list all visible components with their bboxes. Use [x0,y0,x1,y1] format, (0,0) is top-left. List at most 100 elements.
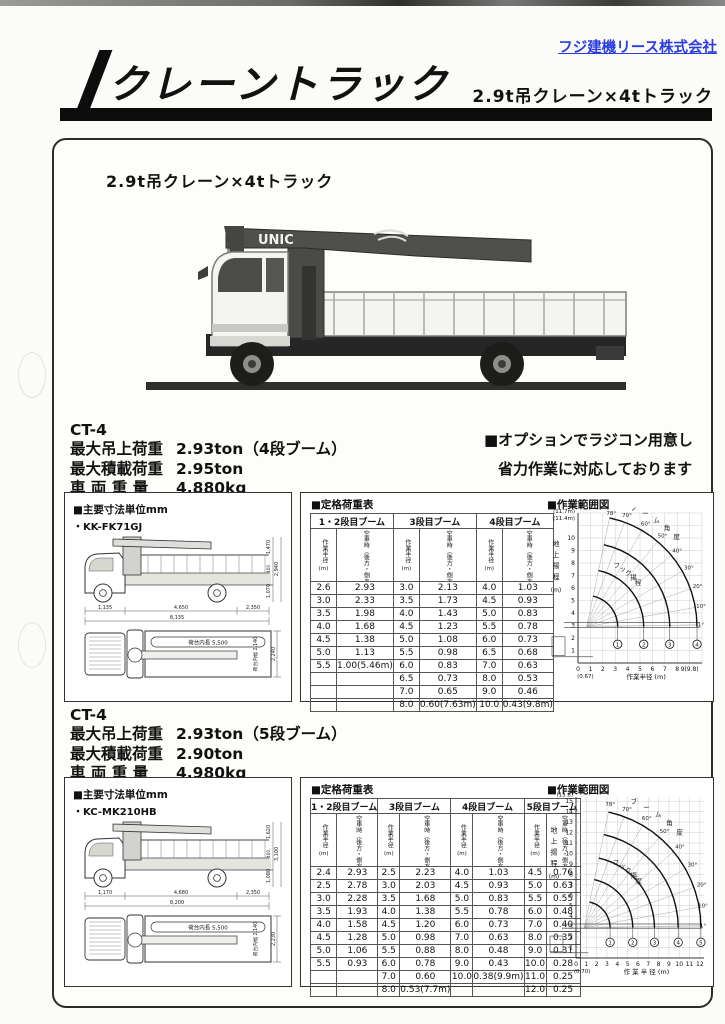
load-column-header: 空車時（後方・側方吊り） [418,528,477,582]
load-cell: 0.78 [472,905,525,919]
radius-cell: 7.0 [377,970,401,984]
svg-text:2,350: 2,350 [246,890,260,896]
svg-text:11: 11 [565,840,573,847]
svg-text:78°: 78° [605,802,615,808]
radius-cell: 10.0 [523,957,547,971]
svg-text:4,680: 4,680 [174,890,188,896]
svg-text:1°: 1° [698,623,704,629]
svg-text:作業半径 (m): 作業半径 (m) [626,672,665,681]
load-cell: 0.53(7.7m) [399,983,452,997]
load-table-title: ■定格荷重表 [311,499,374,511]
load-cell: 1.43 [418,607,477,621]
svg-text:0: 0 [574,961,578,968]
svg-text:1,470: 1,470 [266,540,272,554]
svg-text:5: 5 [699,940,703,946]
model-name: CT-4 [70,421,107,439]
svg-text:荷台内幅 2,140: 荷台内幅 2,140 [252,922,259,956]
radius-column-header: 作業半径(m) [392,528,420,582]
radius-cell: 5.5 [392,646,420,660]
spec-label: 最大吊上荷重 [70,440,164,459]
radius-cell: 4.5 [475,594,503,608]
chassis-code: ・KK-FK71GJ [73,522,143,533]
load-cell [472,983,525,997]
load-cell: 0.60 [399,970,452,984]
svg-text:(m): (m) [551,587,562,594]
svg-text:400: 400 [266,850,272,859]
svg-text:4: 4 [695,642,699,648]
svg-text:3: 3 [653,940,657,946]
load-column-header: 空車時（後方・側方吊り） [336,813,379,867]
svg-text:4: 4 [569,913,573,920]
svg-text:ー: ー [642,510,649,518]
radius-cell: 9.0 [475,685,503,699]
load-cell: 1.68 [336,620,394,634]
load-cell: 0.93 [472,879,525,893]
svg-text:(13.6): (13.6) [556,793,573,799]
svg-text:15: 15 [565,798,573,805]
spec-label: 最大積載荷重 [70,744,164,763]
svg-text:50°: 50° [658,534,668,540]
svg-text:(11.7m): (11.7m) [553,509,575,515]
load-cell: 0.43(9.8m) [501,698,554,712]
svg-text:1: 1 [584,961,588,968]
radius-cell: 5.5 [475,620,503,634]
svg-text:9: 9 [569,861,573,868]
load-cell: 0.93 [336,957,379,971]
radius-cell: 4.0 [392,607,420,621]
radius-cell: 3.0 [377,879,401,893]
svg-text:揚: 揚 [630,573,637,582]
radius-cell: 3.5 [310,607,337,621]
svg-text:(0.67): (0.67) [577,674,594,680]
load-cell: 1.93 [336,905,379,919]
svg-text:400: 400 [266,565,272,574]
radius-cell: 2.5 [309,879,338,893]
boom-group-header: 3段目ブーム [377,798,452,814]
load-cell: 0.73 [472,918,525,932]
dim-panel-title: ■主要寸法 [73,789,125,801]
svg-text:角: 角 [666,818,673,827]
load-cell: 0.60(7.63m) [418,698,477,712]
load-cell: 1.38 [336,633,394,647]
load-cell: 1.20 [399,918,452,932]
spec-value: 2.93ton（4段ブーム） [176,440,347,459]
svg-text:70°: 70° [622,513,632,519]
svg-text:9: 9 [571,548,575,555]
svg-text:ッ: ッ [619,862,626,870]
radius-cell: 7.0 [392,685,420,699]
svg-text:角: 角 [664,523,671,532]
svg-text:1: 1 [571,648,575,655]
svg-text:フ: フ [613,859,620,867]
svg-text:5: 5 [626,961,630,968]
radius-cell: 4.5 [309,931,338,945]
load-cell: 1.08 [418,633,477,647]
load-cell: 1.13 [336,646,394,660]
load-cell: 2.93 [336,581,394,595]
spec-label: 最大吊上荷重 [70,725,164,744]
svg-text:7: 7 [646,961,650,968]
chassis-code: ・KC-MK210HB [73,807,157,818]
radius-cell: 4.5 [392,620,420,634]
radius-cell: 4.5 [377,918,401,932]
svg-text:7: 7 [569,882,573,889]
work-range-title: ■作業範囲図 [547,784,610,796]
radius-cell [309,983,338,997]
radius-column-header: 作業半径(m) [523,813,547,867]
svg-text:度: 度 [673,532,680,541]
svg-text:(11.4m): (11.4m) [553,516,575,522]
load-column-header: 空車時（後方・側方吊り） [399,813,452,867]
svg-text:40°: 40° [675,844,685,850]
radius-cell: 9.0 [450,957,474,971]
company-link[interactable]: フジ建機リース株式会社 [558,40,717,56]
svg-text:7: 7 [571,573,575,580]
svg-text:揚: 揚 [551,847,558,856]
load-cell: 1.28 [336,931,379,945]
radius-cell: 10.0 [450,970,474,984]
